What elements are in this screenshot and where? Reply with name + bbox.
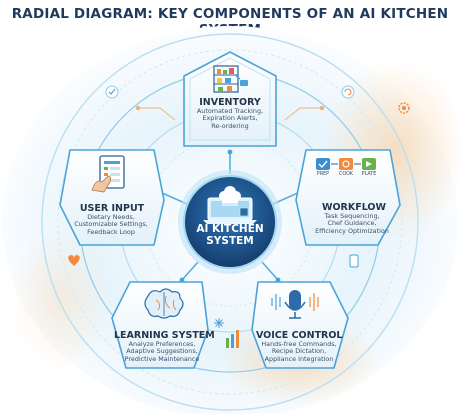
voice-control-desc-line: Recipe Dictation, bbox=[271, 347, 327, 356]
user-input-desc-line: Dietary Needs, bbox=[87, 213, 135, 221]
workflow-desc-line: Chef Guidance, bbox=[327, 219, 377, 228]
inventory-desc-line: Expiration Alerts, bbox=[202, 114, 258, 123]
tablet-hand-icon bbox=[91, 155, 125, 193]
workflow-steps-icon bbox=[316, 158, 376, 170]
decor-gear-icon bbox=[398, 102, 410, 114]
workflow-step-label: COOK bbox=[338, 172, 354, 177]
shelves-icon bbox=[213, 65, 248, 93]
voice-control-desc-line: Appliance Integration bbox=[264, 354, 334, 363]
workflow-desc: Task Sequencing, Chef Guidance, Efficien… bbox=[302, 212, 402, 235]
decor-bars-icon bbox=[226, 330, 239, 348]
workflow-desc-line: Efficiency Optimization bbox=[315, 226, 389, 235]
center-label: AI KITCHEN SYSTEM bbox=[185, 223, 275, 247]
microphone-icon bbox=[271, 290, 319, 319]
user-input-panel bbox=[59, 149, 165, 246]
user-input-desc-line: Customizable Settings, bbox=[74, 220, 148, 229]
decor-snowflake-icon bbox=[214, 318, 224, 328]
center-label-line1: AI KITCHEN bbox=[196, 223, 264, 235]
decor-sync-icon bbox=[341, 85, 355, 99]
workflow-panel bbox=[295, 149, 401, 246]
brain-icon bbox=[144, 288, 184, 319]
center-label-line2: SYSTEM bbox=[206, 235, 254, 247]
user-input-desc-line: Feedback Loop bbox=[87, 227, 135, 236]
learning-system-title: LEARNING SYSTEM bbox=[114, 330, 215, 341]
user-input-title: USER INPUT bbox=[79, 203, 145, 214]
inventory-panel bbox=[183, 51, 277, 147]
voice-control-desc: Hands-free Commands, Recipe Dictation, A… bbox=[254, 340, 344, 363]
learning-system-desc-line: Analyze Preferences, bbox=[128, 340, 196, 348]
learning-system-panel bbox=[111, 281, 209, 369]
user-input-desc: Dietary Needs, Customizable Settings, Fe… bbox=[62, 213, 160, 236]
inventory-desc-line: Re-ordering bbox=[211, 121, 249, 130]
chef-hat-laptop-icon bbox=[203, 186, 257, 224]
workflow-step-label: PREP bbox=[316, 172, 330, 177]
inventory-desc: Automated Tracking, Expiration Alerts, R… bbox=[186, 107, 274, 130]
inventory-desc-line: Automated Tracking, bbox=[196, 107, 264, 115]
workflow-title: WORKFLOW bbox=[322, 202, 386, 213]
voice-control-title: VOICE CONTROL bbox=[256, 330, 343, 341]
decor-check-icon bbox=[105, 85, 119, 99]
workflow-step-label: PLATE bbox=[361, 172, 377, 177]
learning-system-desc-line: Predictive Maintenance bbox=[124, 354, 200, 363]
orange-glow-left bbox=[10, 230, 110, 370]
learning-system-desc: Analyze Preferences, Adaptive Suggestion… bbox=[116, 340, 208, 363]
workflow-desc-line: Task Sequencing, bbox=[324, 212, 380, 220]
inventory-title: INVENTORY bbox=[199, 97, 261, 108]
voice-control-desc-line: Hands-free Commands, bbox=[261, 340, 337, 348]
decor-phone-icon bbox=[349, 254, 359, 268]
decor-heart-icon bbox=[68, 255, 80, 266]
learning-system-desc-line: Adaptive Suggestions, bbox=[126, 347, 198, 356]
